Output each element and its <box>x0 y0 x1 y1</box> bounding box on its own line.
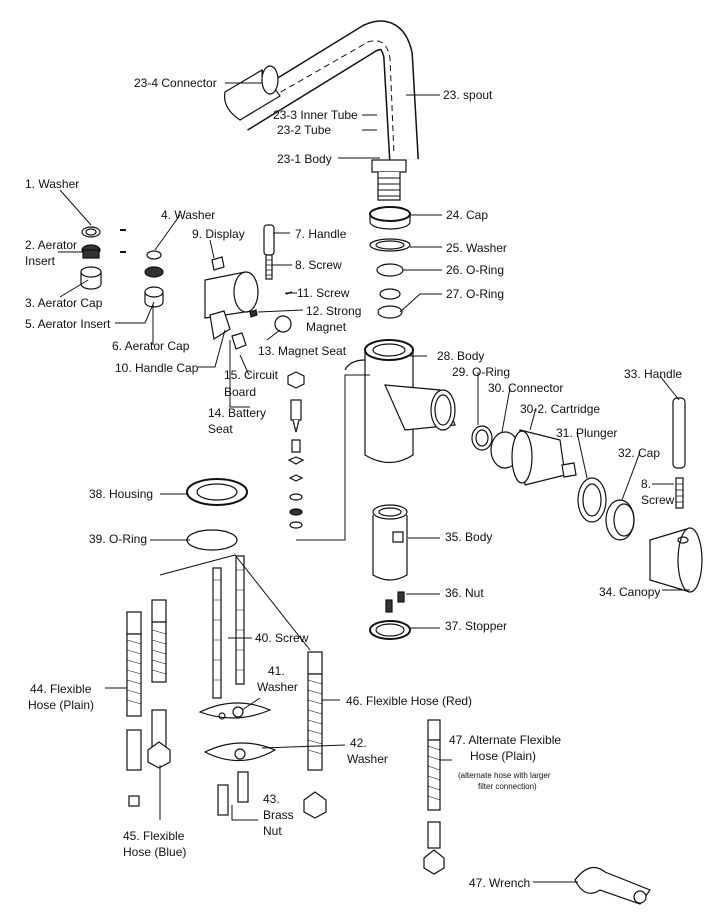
label-8-screw-right-a: 8. <box>641 477 652 491</box>
label-29-o-ring: 29. O-Ring <box>452 365 511 379</box>
hose-44 <box>126 611 142 807</box>
label-6-aerator-cap: 6. Aerator Cap <box>112 339 190 353</box>
label-44-hose-plain: Hose (Plain) <box>28 698 95 712</box>
label-14-seat: Seat <box>208 422 233 436</box>
label-41-washer: Washer <box>257 680 298 694</box>
label-13-magnet-seat: 13. Magnet Seat <box>258 344 347 358</box>
label-23-spout: 23. spout <box>443 88 493 102</box>
label-46-flexible-hose-red: 46. Flexible Hose (Red) <box>346 694 473 708</box>
label-38-housing: 38. Housing <box>89 487 154 501</box>
brass-nuts <box>217 771 249 816</box>
note-47-line1: (alternate hose with larger <box>458 771 551 780</box>
label-30-2-cartridge: 30-2. Cartridge <box>520 402 601 416</box>
hose-46 <box>303 651 327 819</box>
label-43: 43. <box>263 792 280 806</box>
label-47-alternate-flexible: 47. Alternate Flexible <box>449 733 562 747</box>
washers <box>198 702 277 762</box>
spout <box>232 20 419 201</box>
label-28-body: 28. Body <box>437 349 485 363</box>
label-43-nut: Nut <box>263 824 282 838</box>
label-25-washer: 25. Washer <box>446 241 507 255</box>
label-15-board: Board <box>224 385 257 399</box>
label-5-aerator-insert: 5. Aerator Insert <box>25 317 111 331</box>
label-42-washer: Washer <box>347 752 388 766</box>
label-12-strong: 12. Strong <box>306 304 362 318</box>
label-31-plunger: 31. Plunger <box>556 426 618 440</box>
label-42: 42. <box>350 736 367 750</box>
leader-lines <box>58 70 690 883</box>
label-1-washer: 1. Washer <box>25 177 80 191</box>
nut-stopper <box>369 591 411 640</box>
label-23-1-body: 23-1 Body <box>277 152 332 166</box>
label-11-screw: 11. Screw <box>297 286 350 300</box>
note-47-line2: filter connection) <box>478 782 537 791</box>
label-24-cap: 24. Cap <box>446 208 489 222</box>
body-28 <box>344 339 456 464</box>
screw-stack <box>287 371 305 529</box>
label-37-stopper: 37. Stopper <box>445 619 508 633</box>
label-2-insert: Insert <box>25 254 56 268</box>
label-26-o-ring: 26. O-Ring <box>446 263 505 277</box>
label-47-hose-plain: Hose (Plain) <box>470 749 537 763</box>
label-23-3-inner-tube: 23-3 Inner Tube <box>273 108 358 122</box>
label-9-display: 9. Display <box>192 227 245 241</box>
label-45-flexible: 45. Flexible <box>123 829 185 843</box>
label-3-aerator-cap: 3. Aerator Cap <box>25 296 103 310</box>
label-14-battery: 14. Battery <box>208 406 267 420</box>
label-30-connector: 30. Connector <box>488 381 564 395</box>
label-36-nut: 36. Nut <box>445 586 484 600</box>
label-39-o-ring: 39. O-Ring <box>89 532 148 546</box>
wrench <box>574 866 651 905</box>
label-23-2-tube: 23-2 Tube <box>277 123 332 137</box>
label-41: 41. <box>268 664 285 678</box>
housing <box>186 478 248 551</box>
cartridge-parts <box>471 425 635 541</box>
label-8-screw-right-b: Screw <box>641 493 675 507</box>
label-33-handle: 33. Handle <box>624 367 683 381</box>
label-45-hose-blue: Hose (Blue) <box>123 845 187 859</box>
hose-45 <box>147 599 171 769</box>
label-40-screw: 40. Screw <box>255 631 309 645</box>
label-47-wrench: 47. Wrench <box>469 876 531 890</box>
label-35-body: 35. Body <box>445 530 493 544</box>
screws-40 <box>212 555 245 699</box>
cap-stack <box>369 206 411 319</box>
label-23-4-connector: 23-4 Connector <box>134 76 217 90</box>
label-2-aerator: 2. Aerator <box>25 238 78 252</box>
aerator-parts <box>80 226 164 308</box>
label-32-cap: 32. Cap <box>618 446 661 460</box>
right-handle <box>649 397 703 593</box>
label-7-handle: 7. Handle <box>295 227 347 241</box>
label-8-screw: 8. Screw <box>295 258 342 272</box>
label-44-flexible: 44. Flexible <box>30 682 92 696</box>
handle-assembly <box>204 224 293 350</box>
label-4-washer: 4. Washer <box>161 208 216 222</box>
label-10-handle-cap: 10. Handle Cap <box>115 361 199 375</box>
label-34-canopy: 34. Canopy <box>599 585 661 599</box>
label-43-brass: Brass <box>263 808 294 822</box>
label-15-circuit: 15. Circuit <box>224 368 279 382</box>
label-27-o-ring: 27. O-Ring <box>446 287 505 301</box>
label-12-magnet: Magnet <box>306 320 347 334</box>
body-35 <box>372 504 408 581</box>
hose-47 <box>423 719 445 875</box>
